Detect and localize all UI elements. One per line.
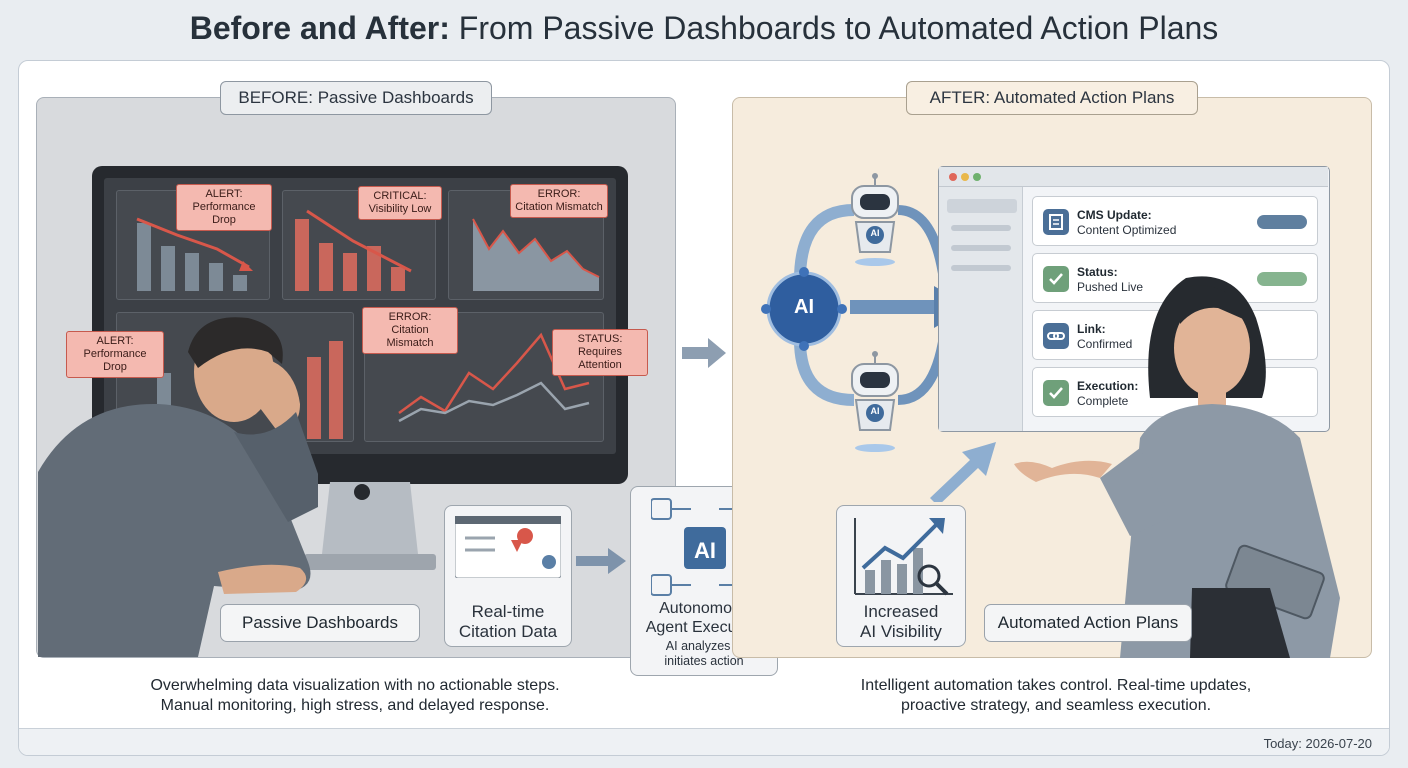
page-title: Before and After: From Passive Dashboard… (189, 10, 1219, 46)
alert-badge: CRITICAL:Visibility Low (358, 186, 442, 220)
arrow-right-icon (576, 548, 626, 574)
sidebar-item[interactable] (947, 199, 1017, 213)
agent-title-line1: Autonomous (659, 600, 749, 617)
area-chart-icon (472, 218, 600, 291)
sidebar-item[interactable] (951, 265, 1011, 271)
robot-icon (851, 173, 899, 266)
automated-action-plans-label: Automated Action Plans (984, 604, 1192, 642)
visibility-title-line1: Increased (863, 602, 939, 621)
progress-pill (1257, 272, 1307, 286)
ai-hub-label: AI (794, 296, 814, 318)
document-icon (1043, 209, 1069, 235)
sidebar-item[interactable] (951, 245, 1011, 251)
alert-badge: ALERT:Performance Drop (176, 184, 272, 231)
robot-icon (851, 351, 899, 452)
robot-label: AI (870, 228, 880, 238)
status-title: Execution: (1077, 379, 1139, 393)
visibility-title-line2: AI Visibility (860, 622, 942, 641)
sidebar-item[interactable] (951, 225, 1011, 231)
status-row: CMS Update: Content Optimized (1032, 196, 1318, 246)
arrow-up-right-icon (930, 442, 996, 502)
status-sub: Confirmed (1077, 337, 1133, 351)
check-icon (1043, 266, 1069, 292)
date-stamp: Today: 2026-07-20 (1263, 736, 1372, 751)
alert-badge: STATUS:Requires Attention (552, 329, 648, 376)
agent-sub-line2: initiates action (664, 654, 744, 668)
citation-title-line1: Real-time (471, 602, 545, 621)
growth-chart-icon (854, 518, 953, 596)
bar-chart-icon (136, 217, 253, 291)
status-title: Status: (1077, 265, 1118, 279)
agent-sub-line1: AI analyzes & (665, 639, 743, 653)
bar-chart-icon (295, 209, 412, 291)
window-close-icon[interactable] (949, 173, 957, 181)
status-title: CMS Update: (1077, 208, 1152, 222)
stressed-person-illustration (38, 317, 318, 657)
ai-chip-label: AI (694, 538, 716, 563)
monitor-stand (304, 482, 436, 570)
after-caption-line1: Intelligent automation takes control. Re… (860, 677, 1252, 694)
alert-badge: ERROR:Citation Mismatch (362, 307, 458, 354)
status-sub: Pushed Live (1077, 280, 1144, 294)
before-caption-line1: Overwhelming data visualization with no … (150, 677, 560, 694)
arrow-right-icon (682, 338, 726, 368)
visibility-card: Increased AI Visibility (836, 505, 966, 647)
progress-pill (1257, 215, 1307, 229)
check-icon (1043, 380, 1069, 406)
window-sidebar (939, 187, 1023, 431)
citation-data-card: Real-time Citation Data (444, 505, 572, 647)
after-header: AFTER: Automated Action Plans (906, 81, 1198, 115)
before-header: BEFORE: Passive Dashboards (220, 81, 492, 115)
before-caption-line2: Manual monitoring, high stress, and dela… (160, 697, 550, 714)
alert-badge: ALERT:Performance Drop (66, 331, 164, 378)
robot-label: AI (870, 406, 880, 416)
footer-bar (19, 728, 1389, 755)
passive-dashboards-label: Passive Dashboards (220, 604, 420, 642)
map-pin-icon (455, 516, 561, 578)
presenting-woman-illustration (1014, 276, 1340, 658)
ai-hub-icon (761, 267, 847, 351)
window-maximize-icon[interactable] (973, 173, 981, 181)
status-row: Execution: Complete (1032, 367, 1318, 417)
status-sub: Complete (1077, 394, 1129, 408)
citation-title-line2: Citation Data (458, 622, 558, 641)
alert-badge: ERROR:Citation Mismatch (510, 184, 608, 218)
status-title: Link: (1077, 322, 1106, 336)
status-sub: Content Optimized (1077, 223, 1177, 237)
link-icon (1043, 323, 1069, 349)
after-caption-line2: proactive strategy, and seamless executi… (900, 697, 1212, 714)
window-titlebar (939, 167, 1328, 187)
window-minimize-icon[interactable] (961, 173, 969, 181)
